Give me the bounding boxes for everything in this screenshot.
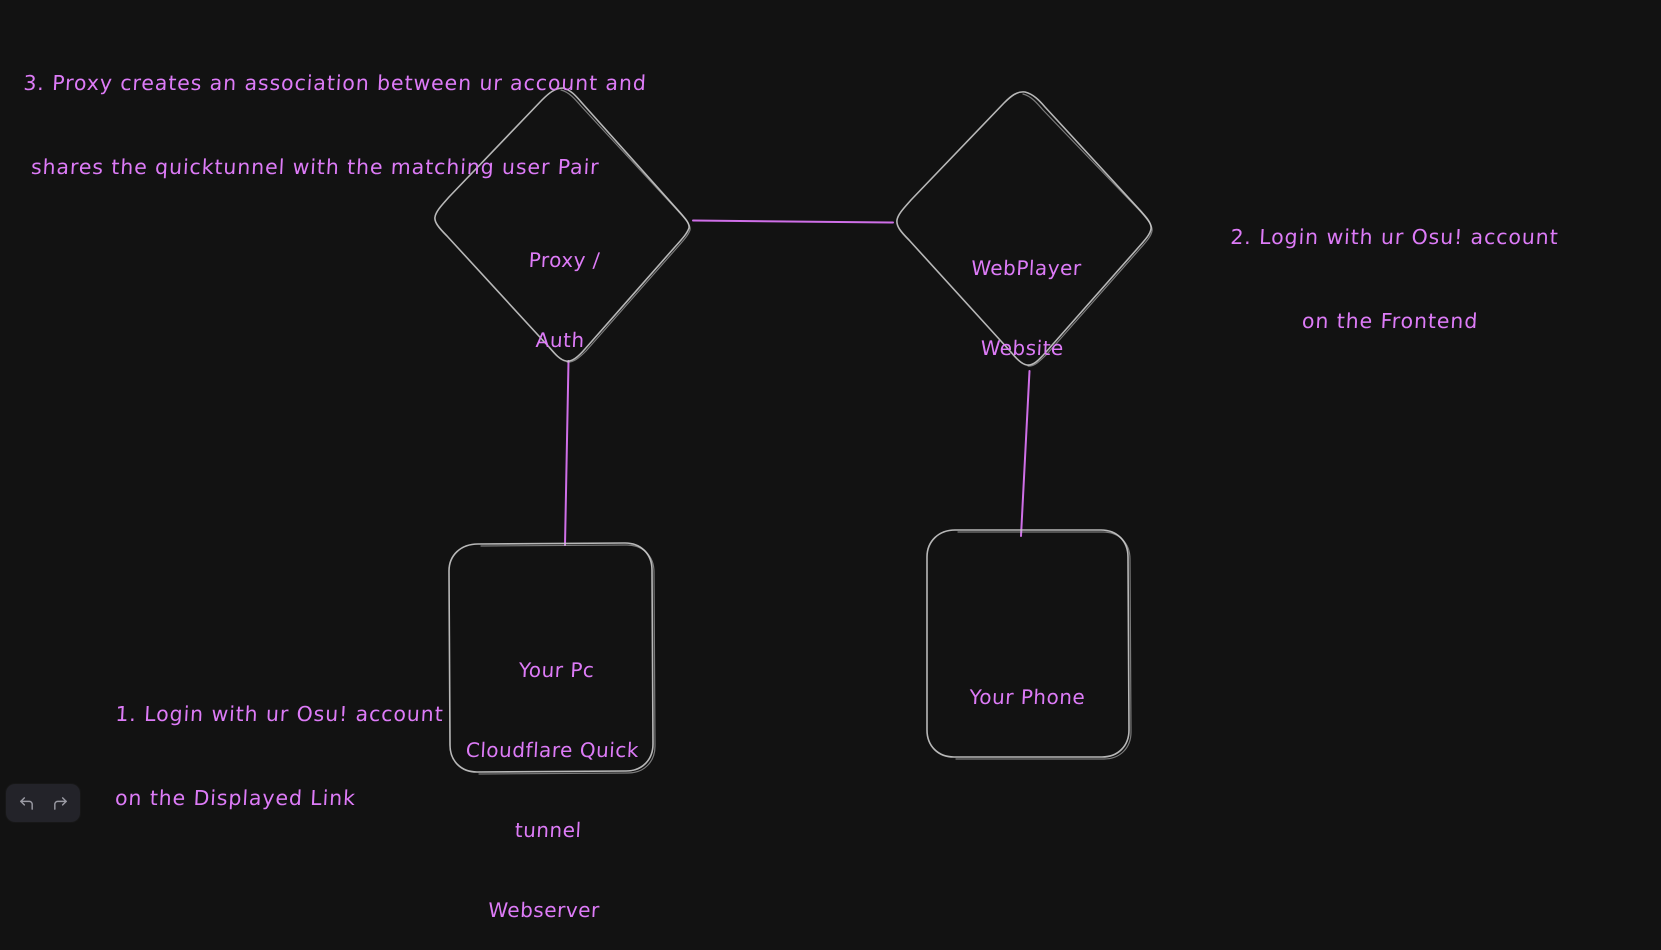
- redo-icon: [52, 795, 69, 812]
- node-your-pc[interactable]: [448, 542, 656, 775]
- annotation-step-3-line-1: 3. Proxy creates an association between …: [22, 70, 648, 95]
- connector-proxy-to-webplayer[interactable]: [692, 219, 894, 224]
- undo-button[interactable]: [10, 788, 42, 818]
- annotation-step-3-line-2: shares the quicktunnel with the matching…: [30, 155, 601, 180]
- connector-webplayer-to-your-phone[interactable]: [1020, 370, 1031, 537]
- annotation-step-2-line-2: on the Frontend: [1301, 309, 1479, 334]
- redo-button[interactable]: [44, 788, 76, 818]
- node-webplayer-website[interactable]: [896, 91, 1153, 367]
- connector-proxy-to-your-pc[interactable]: [564, 360, 570, 546]
- annotation-step-2[interactable]: 2. Login with ur Osu! account on the Fro…: [1224, 166, 1563, 364]
- annotation-step-1-line-1: 1. Login with ur Osu! account: [114, 701, 445, 726]
- annotation-step-1[interactable]: 1. Login with ur Osu! account on the Dis…: [109, 643, 448, 841]
- node-label-your-pc-line-4: Webserver: [487, 897, 601, 922]
- annotation-step-2-line-1: 2. Login with ur Osu! account: [1229, 224, 1560, 249]
- node-proxy-auth[interactable]: [434, 87, 691, 363]
- history-toolbar: [6, 784, 80, 822]
- annotation-step-1-line-2: on the Displayed Link: [114, 786, 357, 811]
- undo-icon: [18, 795, 35, 812]
- whiteboard-canvas[interactable]: .shape-stroke { fill: none; stroke: #cfc…: [0, 0, 1661, 828]
- annotation-step-3[interactable]: 3. Proxy creates an association between …: [17, 12, 651, 210]
- node-your-phone[interactable]: [926, 529, 1132, 760]
